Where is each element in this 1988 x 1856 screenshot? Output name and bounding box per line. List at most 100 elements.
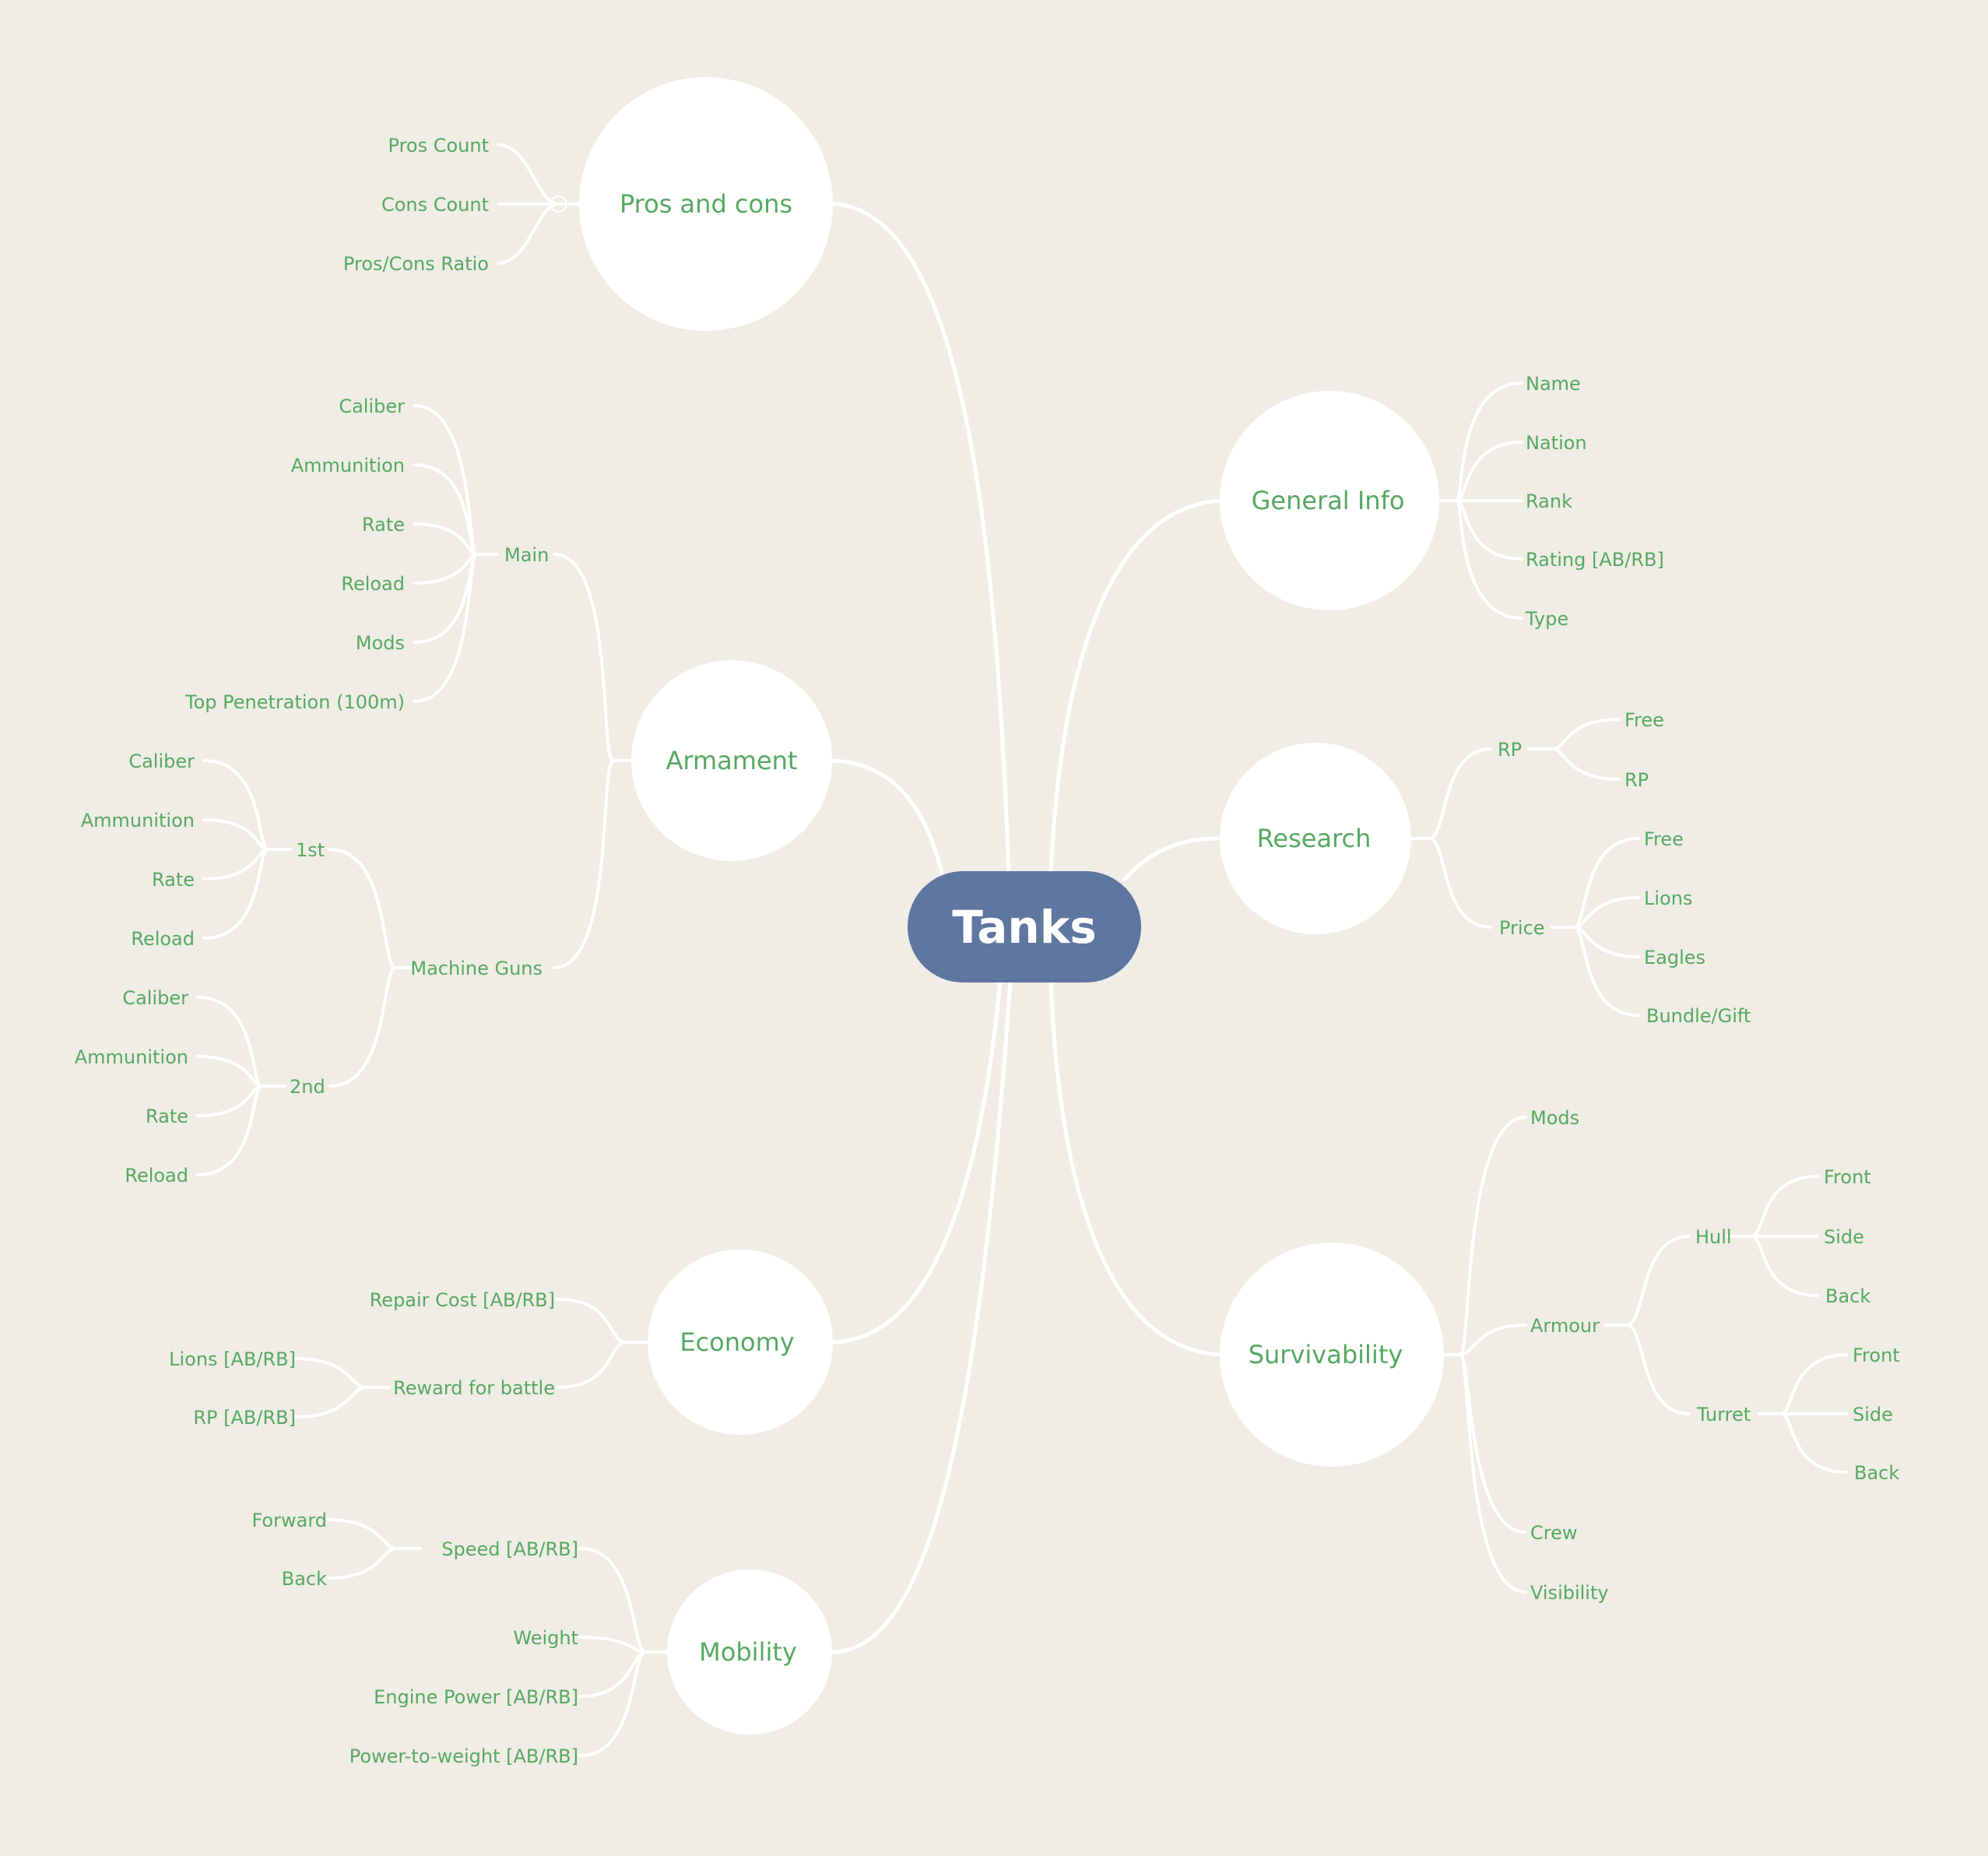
mobility-bubble[interactable] [667,1570,832,1735]
survivability-bubble[interactable] [1220,1243,1444,1467]
connector-root-survivability [1048,979,1224,1357]
research-rp-free-label[interactable]: Free [1624,709,1664,731]
general-info-bubble[interactable] [1220,391,1439,610]
speed-back-label[interactable]: Back [282,1568,327,1590]
connector-1st-caliber [202,759,292,851]
hull-label[interactable]: Hull [1695,1226,1732,1248]
connector-pros-count [497,143,581,206]
cons-count-label[interactable]: Cons Count [381,194,489,216]
hull-back-label[interactable]: Back [1825,1285,1870,1307]
connector-root-general-info [1048,498,1224,876]
mg-1st-rate-label[interactable]: Rate [152,869,195,891]
connector-armament-machine-guns [553,759,615,969]
crew-label[interactable]: Crew [1530,1522,1578,1544]
pros-cons-bubble[interactable] [579,77,833,331]
weight-label[interactable]: Weight [513,1627,578,1649]
main-mods-label[interactable]: Mods [356,632,405,654]
mg-2nd-ammunition-label[interactable]: Ammunition [75,1046,188,1068]
connector-surv-mods [1440,1116,1527,1356]
root-topic[interactable] [908,871,1141,982]
power-to-weight-label[interactable]: Power-to-weight [AB/RB] [349,1745,578,1767]
connector-type [1456,499,1523,620]
price-eagles-label[interactable]: Eagles [1644,947,1705,968]
reward-rp-label[interactable]: RP [AB/RB] [193,1407,296,1429]
name-label[interactable]: Name [1526,373,1581,395]
research-rp-label[interactable]: RP [1498,739,1522,761]
connector-1st-reload [202,848,269,940]
mg-2nd-reload-label[interactable]: Reload [125,1165,188,1186]
price-lions-label[interactable]: Lions [1644,888,1692,909]
mobility-title: Mobility [699,1637,797,1667]
connector-nation [1456,441,1523,502]
connector-main-top-penetration [413,553,478,703]
main-caliber-label[interactable]: Caliber [339,395,405,417]
mg-1st-label[interactable]: 1st [296,839,325,861]
reward-lions-label[interactable]: Lions [AB/RB] [169,1348,296,1370]
engine-power-label[interactable]: Engine Power [AB/RB] [374,1686,578,1708]
rating-label[interactable]: Rating [AB/RB] [1526,549,1664,571]
connector-root-mobility [831,979,1013,1654]
price-bundle-label[interactable]: Bundle/Gift [1646,1005,1751,1027]
connector-rp-rp [1551,747,1621,781]
general-info-title: General Info [1252,486,1405,515]
turret-side-label[interactable]: Side [1853,1404,1893,1425]
research-price-label[interactable]: Price [1499,917,1545,939]
turret-back-label[interactable]: Back [1854,1462,1899,1484]
visibility-label[interactable]: Visibility [1530,1582,1609,1604]
connector-main-mods [413,553,478,644]
pros-cons-ratio-label[interactable]: Pros/Cons Ratio [343,253,489,275]
mg-1st-reload-label[interactable]: Reload [131,928,195,950]
connector-1st-ammunition [202,818,269,851]
survivability-title: Survivability [1249,1340,1403,1369]
connector-armour-hull [1625,1235,1691,1327]
root-label: Tanks [952,901,1097,954]
pros-count-label[interactable]: Pros Count [388,135,489,156]
connector-2nd-reload [196,1084,263,1176]
main-ammunition-label[interactable]: Ammunition [291,455,405,476]
economy-bubble[interactable] [648,1250,833,1435]
connector-main-rate [413,522,478,556]
connector-main-ammunition [413,463,478,556]
machine-guns-label[interactable]: Machine Guns [410,958,543,979]
connector-reward [556,1341,628,1389]
connector-weight [578,1636,648,1654]
connector-price-lions [1572,896,1640,929]
hull-side-label[interactable]: Side [1824,1226,1864,1248]
turret-label[interactable]: Turret [1696,1404,1751,1425]
nation-label[interactable]: Nation [1526,432,1587,454]
research-bubble[interactable] [1220,743,1411,934]
main-top-penetration-label[interactable]: Top Penetration (100m) [184,691,405,713]
speed-forward-label[interactable]: Forward [251,1510,327,1531]
mg-2nd-label[interactable]: 2nd [290,1076,325,1098]
connector-root-armament [831,758,944,876]
mg-2nd-rate-label[interactable]: Rate [146,1106,188,1127]
hull-front-label[interactable]: Front [1824,1166,1871,1188]
mg-1st-caliber-label[interactable]: Caliber [128,750,195,772]
research-rp-rp-label[interactable]: RP [1624,769,1649,791]
connector-price-bundle [1572,926,1640,1017]
type-label[interactable]: Type [1525,608,1568,630]
reward-label[interactable]: Reward for battle [393,1377,555,1399]
main-rate-label[interactable]: Rate [362,514,405,536]
connector-rp-free [1551,718,1621,750]
research-title: Research [1257,824,1372,853]
topic-bubbles [579,77,1444,1735]
price-free-label[interactable]: Free [1644,828,1684,850]
armament-bubble[interactable] [631,660,832,861]
speed-label[interactable]: Speed [AB/RB] [441,1538,578,1560]
armour-label[interactable]: Armour [1530,1315,1600,1337]
connector-hull-back [1750,1235,1819,1297]
mg-1st-ammunition-label[interactable]: Ammunition [81,810,195,831]
main-reload-label[interactable]: Reload [341,573,405,595]
mg-2nd-caliber-label[interactable]: Caliber [122,987,188,1009]
collapse-toggle[interactable] [550,195,567,213]
surv-mods-label[interactable]: Mods [1530,1107,1579,1129]
connector-root-pros-cons [831,202,1011,876]
connector-2nd-caliber [196,996,286,1088]
main-label[interactable]: Main [504,544,549,566]
turret-front-label[interactable]: Front [1853,1345,1900,1366]
connector-reward-lions [294,1357,391,1389]
rank-label[interactable]: Rank [1526,490,1572,512]
repair-cost-label[interactable]: Repair Cost [AB/RB] [370,1289,555,1311]
